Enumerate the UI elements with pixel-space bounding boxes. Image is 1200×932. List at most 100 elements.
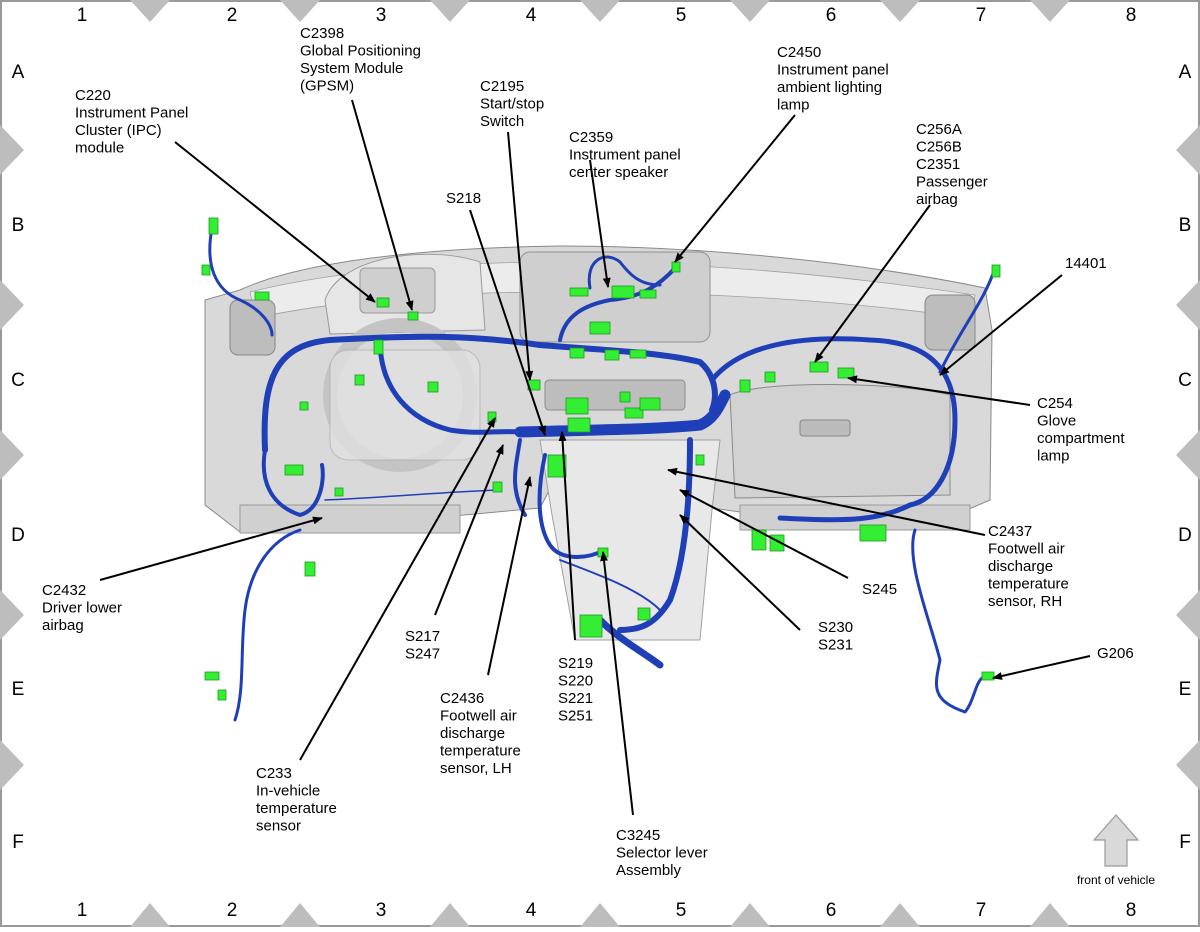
harness-left-pillar [208,226,274,337]
leader-s230 [679,514,801,631]
grid-row-labels-right: A B C D E F [1178,62,1192,853]
callout-s230: S230 S231 [818,619,857,654]
connector-speaker-2 [639,289,657,299]
leader-c2432 [99,516,323,581]
grid-row-left-D: D [11,525,25,546]
leader-c2436 [487,476,533,676]
callout-c256: C256A C256B C2351 Passenger airbag [916,121,992,208]
connector-column-3 [427,381,439,393]
frame-bottom-diamonds [130,903,1070,927]
harness-right-lower [911,528,987,714]
connector-left-upper [201,264,211,276]
callout-c2450: C2450 Instrument panel ambient lighting … [777,44,893,114]
connector-c233 [487,411,497,423]
gpsm-screen [359,267,436,314]
connector-stack-2 [569,347,585,359]
harness-lower-thin [324,489,501,501]
leader-g206 [992,655,1091,680]
leader-c254 [847,375,1031,406]
front-of-vehicle-label: front of vehicle [1077,873,1155,887]
leader-c2398 [351,99,414,311]
connector-center-5 [639,397,661,411]
connector-right-2 [764,371,776,383]
grid-col-bottom-5: 5 [676,900,687,921]
center-console [539,439,721,641]
grid-row-right-B: B [1179,215,1192,236]
callout-c2359: C2359 Instrument panel center speaker [569,129,685,181]
callout-c3245: C3245 Selector lever Assembly [616,827,712,879]
connector-console-4 [695,454,705,466]
connector-console-3 [637,607,651,621]
glove-box [729,384,951,499]
callout-labels: C220 Instrument Panel Cluster (IPC) modu… [42,25,1134,879]
leader-c2450 [674,114,796,263]
lower-left-panel [239,504,461,534]
grid-col-bottom-7: 7 [976,900,987,921]
callout-14401: 14401 [1065,255,1107,272]
grid-column-labels-bottom: 1 2 3 4 5 6 7 8 [77,900,1137,921]
connector-speaker-1 [569,287,589,297]
glove-box-handle [799,419,851,437]
connector-c256 [809,361,829,373]
grid-col-top-3: 3 [376,5,387,26]
frame-left-diamonds [0,125,24,790]
connector-left-vent [254,291,270,301]
connector-c2398 [407,311,419,321]
grid-col-top-1: 1 [77,5,88,26]
connector-c2359 [611,285,635,299]
grid-row-right-E: E [1179,679,1192,700]
connector-console-2 [579,614,603,638]
grid-row-left-B: B [12,215,25,236]
callout-s218: S218 [446,190,481,207]
connector-driver-lower [304,561,316,577]
grid-col-bottom-6: 6 [826,900,837,921]
grid-row-right-C: C [1178,370,1192,391]
leader-s217 [434,444,504,616]
connector-c254 [837,367,855,379]
grid-col-top-7: 7 [976,5,987,26]
leader-c3245 [600,551,634,816]
frame-top-diamonds [130,0,1070,22]
connector-center-3 [619,391,631,403]
frame-right-diamonds [1176,125,1200,790]
connector-right-1 [739,379,751,393]
leader-c2437 [667,467,986,536]
connector-c220 [376,297,390,308]
leader-c256 [814,204,931,363]
connector-column-2 [354,374,365,386]
leader-s219 [558,431,576,641]
connector-right-lower-1 [751,529,767,551]
callout-g206: G206 [1097,645,1134,662]
grid-col-bottom-1: 1 [77,900,88,921]
connector-left-pillar [208,217,219,235]
callout-c2195: C2195 Start/stop Switch [480,78,548,130]
connector-stack-1 [589,321,611,335]
harness-console-left [537,453,607,559]
connector-left-lower-2 [217,689,227,701]
grid-col-top-2: 2 [227,5,238,26]
grid-col-bottom-3: 3 [376,900,387,921]
connector-stack-4 [629,349,647,359]
front-arrow-icon [1092,814,1140,867]
harness-speaker-loop [587,255,662,290]
grid-row-labels-left: A B C D E F [11,62,25,853]
grid-column-labels-top: 1 2 3 4 5 6 7 8 [77,5,1137,26]
grid-row-left-C: C [11,370,25,391]
harness-center-beam [514,389,731,438]
connector-console-1 [547,454,567,478]
grid-col-top-4: 4 [526,5,537,26]
grid-row-left-F: F [12,832,24,853]
harness-right-pillar [938,266,997,374]
grid-row-right-A: A [1179,62,1192,83]
harness-top-center [558,266,677,342]
connector-left-lower-1 [204,671,220,681]
grid-col-top-5: 5 [676,5,687,26]
connector-column-1 [373,339,384,355]
connector-right-lower-3 [859,524,887,542]
leader-c2195 [507,131,534,381]
harness-left-footwell [513,438,527,517]
connector-footwell-lh [492,481,503,493]
front-of-vehicle-indicator: front of vehicle [1077,814,1155,887]
grid-col-bottom-2: 2 [227,900,238,921]
